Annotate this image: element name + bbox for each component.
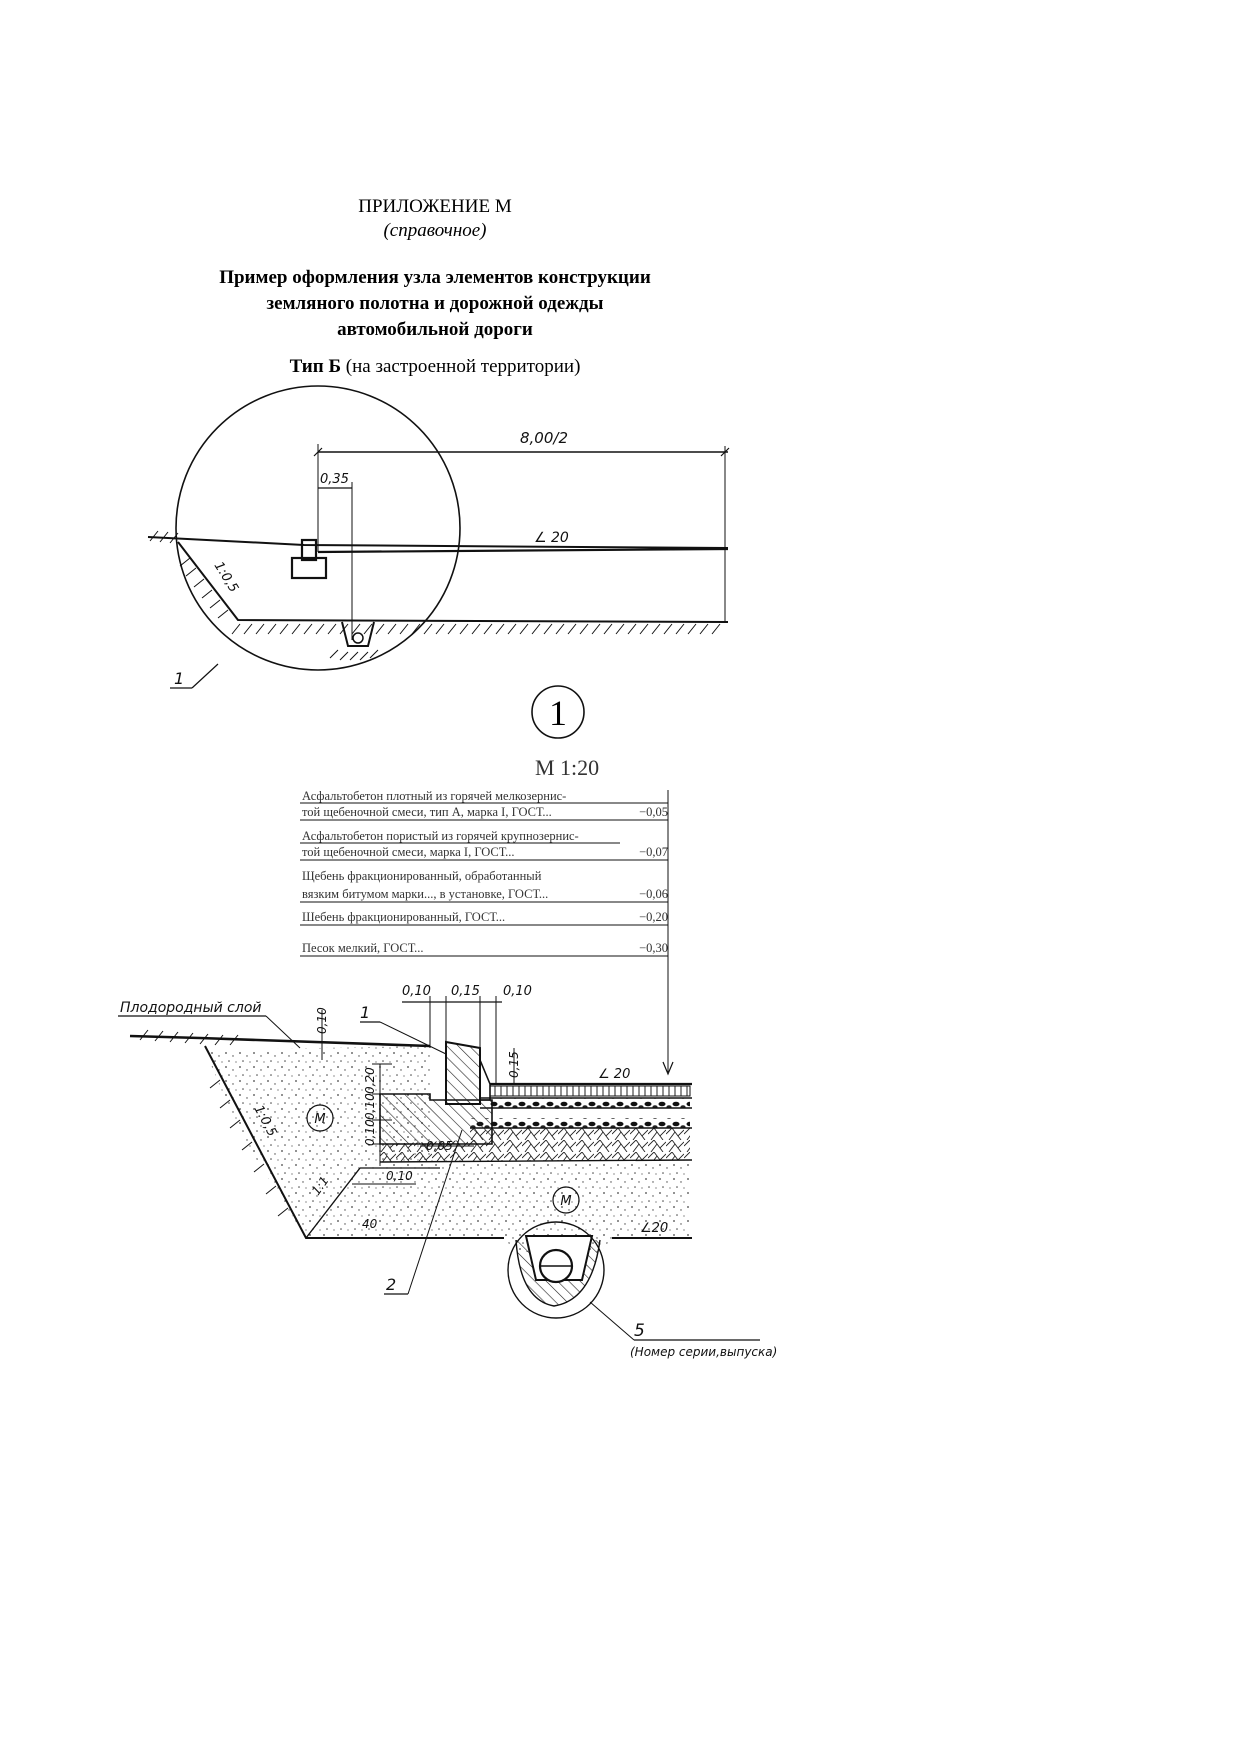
layer-3-line-1: Щебень фракционированный, обработанный: [302, 869, 542, 883]
layer-2-value: −0,07: [639, 845, 668, 859]
dim-curb-height: 0,15: [507, 1051, 521, 1078]
material-mark-2: М: [560, 1194, 571, 1209]
material-mark-1: М: [314, 1112, 325, 1127]
drain-detail-circle: [507, 1221, 605, 1319]
callout-1-top: 1: [174, 669, 184, 688]
overview-drawing: 8,00/2 0,35 ∠ 20 1:0,5 1: [147, 385, 730, 689]
dim-base: 0,05: [426, 1139, 453, 1153]
layer-5-line-1: Песок мелкий, ГОСТ...: [302, 941, 423, 955]
layer-1-line-1: Асфальтобетон плотный из горячей мелкозе…: [302, 789, 566, 803]
dim-vertical-1: 0,20: [363, 1067, 377, 1094]
title-line-2: земляного полотна и дорожной одежды: [266, 293, 604, 314]
bottom-slope-detail: 40: [362, 1217, 378, 1231]
layer-3-line-2: вязким битумом марки..., в установке, ГО…: [302, 887, 548, 901]
layer-legend: Асфальтобетон плотный из горячей мелкозе…: [300, 789, 674, 1076]
layer-1-value: −0,05: [639, 805, 668, 819]
dim-top-3: 0,10: [503, 984, 532, 999]
type-bold: Тип Б: [289, 356, 342, 377]
layer-1-line-2: той щебеночной смеси, тип А, марка I, ГО…: [302, 805, 552, 819]
type-line: Тип Б (на застроенной территории): [0, 356, 870, 378]
title-line-3: автомобильной дороги: [337, 319, 533, 340]
document-title: Пример оформления узла элементов констру…: [0, 265, 870, 343]
layer-4-line-1: Шебень фракционированный, ГОСТ...: [302, 910, 505, 924]
appendix-heading: ПРИЛОЖЕНИЕ М: [358, 196, 512, 217]
detail-circle: [175, 385, 461, 671]
slope-bottom-detail: ∠20: [640, 1221, 668, 1236]
layer-4-value: −0,20: [639, 910, 668, 924]
drain-callout: 5: [634, 1321, 645, 1341]
type-rest: (на застроенной территории): [341, 356, 581, 377]
dim-topsoil: 0,10: [315, 1007, 329, 1034]
layer-5-value: −0,30: [639, 941, 668, 955]
layer-3-value: −0,06: [639, 887, 668, 901]
appendix-note: (справочное): [383, 220, 487, 241]
dim-top-2: 0,15: [451, 984, 480, 999]
detail-scale: М 1:20: [535, 755, 599, 780]
dim-vertical-3: 0,10: [363, 1119, 377, 1146]
detail-marker: 1 М 1:20: [531, 685, 599, 780]
slope-surface-label: ∠ 20: [534, 530, 569, 546]
dim-road-width: 8,00/2: [520, 429, 568, 447]
layer-2-line-2: той щебеночной смеси, марка I, ГОСТ...: [302, 845, 515, 859]
topsoil-label: Плодородный слой: [120, 1000, 261, 1016]
dim-top-1: 0,10: [402, 984, 431, 999]
layer-2-line-1: Асфальтобетон пористый из горячей крупно…: [302, 829, 579, 843]
callout-1-detail: 1: [360, 1003, 370, 1022]
slope-surface-detail: ∠ 20: [598, 1067, 630, 1082]
title-line-1: Пример оформления узла элементов констру…: [219, 267, 651, 288]
dim-curb: 0,35: [320, 472, 349, 487]
dim-vertical-2: 0,10: [363, 1093, 377, 1120]
detail-number: 1: [549, 693, 567, 733]
drain-note: (Номер серии,выпуска): [630, 1345, 777, 1359]
detail-drawing: М М Плодородный слой 0,10 0,15 0,10 0,10…: [118, 984, 777, 1359]
callout-2-detail: 2: [386, 1275, 396, 1294]
dim-step: 0,10: [386, 1169, 413, 1183]
